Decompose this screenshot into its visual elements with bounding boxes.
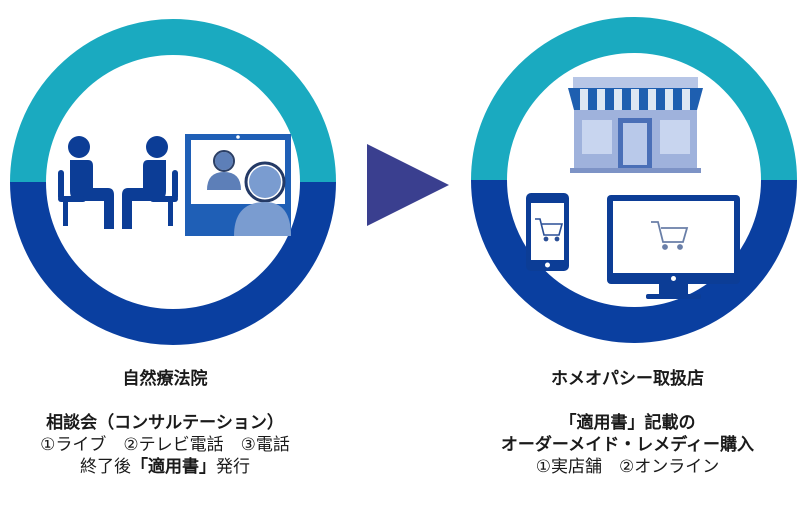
left-line2: ①ライブ ②テレビ電話 ③電話 — [40, 435, 290, 455]
next-arrow-icon — [367, 144, 449, 226]
left-ring-bottom — [10, 182, 336, 345]
cart-icon — [651, 221, 689, 250]
left-line3-bold: 「適用書」 — [131, 457, 216, 477]
right-line2: オーダーメイド・レメディー購入 — [500, 435, 755, 455]
left-line3-prefix: 終了後 — [80, 457, 131, 477]
store-icon — [568, 77, 703, 173]
video-call-icon — [185, 134, 291, 236]
left-line3: 終了後「適用書」発行 — [0, 456, 330, 478]
person-icon — [58, 136, 114, 229]
right-line1: 「適用書」記載の — [559, 413, 696, 433]
smartphone-icon — [526, 193, 569, 271]
right-ring-top — [471, 17, 797, 180]
right-line3: ①実店舗 ②オンライン — [535, 457, 720, 477]
right-title: ホメオパシー取扱店 — [551, 369, 704, 389]
left-caption: 自然療法院 相談会（コンサルテーション） ①ライブ ②テレビ電話 ③電話 終了後… — [0, 368, 330, 478]
right-caption: ホメオパシー取扱店 「適用書」記載の オーダーメイド・レメディー購入 ①実店舗 … — [455, 368, 800, 478]
left-title: 自然療法院 — [122, 369, 208, 389]
right-ring — [471, 17, 797, 343]
left-line1: 相談会（コンサルテーション） — [46, 413, 284, 433]
left-ring-top — [10, 19, 336, 182]
left-line3-suffix: 発行 — [216, 457, 250, 477]
person-icon — [122, 136, 178, 229]
right-ring-bottom — [471, 180, 797, 343]
monitor-icon — [607, 195, 740, 299]
cart-icon — [535, 218, 564, 242]
left-ring — [10, 19, 336, 345]
